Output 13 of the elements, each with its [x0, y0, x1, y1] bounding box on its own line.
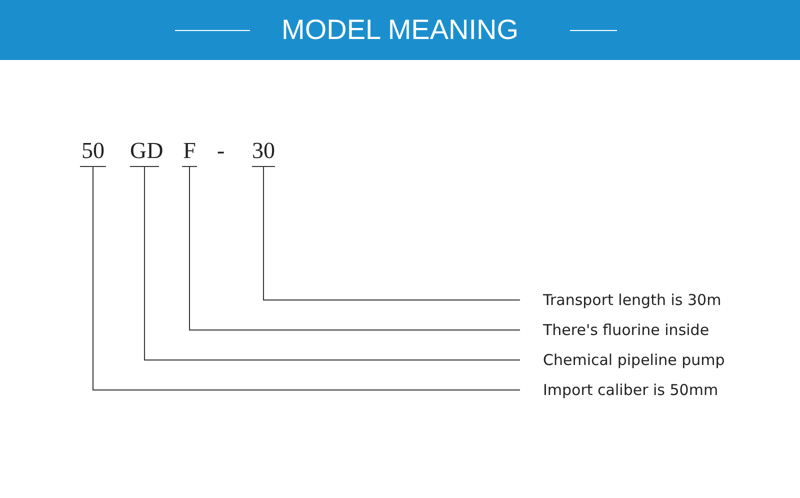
explanation-text: Transport length is 30m — [520, 290, 722, 310]
code-segment: 50 — [80, 136, 106, 167]
leader-line — [263, 166, 520, 300]
code-segment: 30 — [252, 136, 275, 167]
leader-line — [144, 166, 520, 360]
separator-dash: - — [217, 137, 225, 165]
explanation-text: Import caliber is 50mm — [520, 380, 718, 400]
leader-line — [92, 166, 520, 390]
code-segment: F — [182, 136, 197, 167]
title: MODEL MEANING — [280, 13, 520, 47]
leader-line — [189, 166, 520, 330]
explanation-text: There's fluorine inside — [520, 320, 710, 340]
explanation-text: Chemical pipeline pump — [520, 350, 725, 370]
